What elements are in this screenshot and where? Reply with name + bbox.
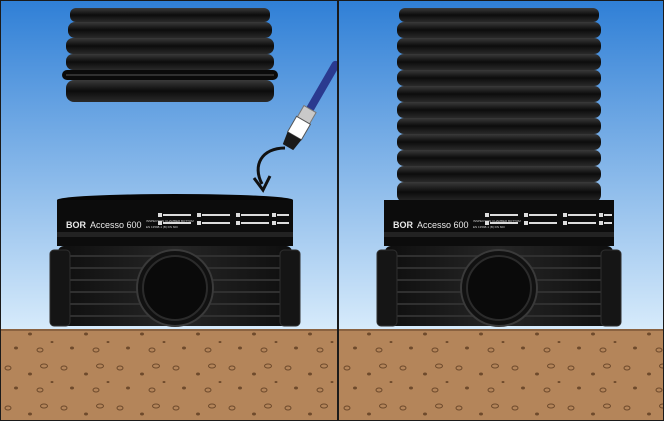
chamber-base: BOR Accesso 600 INSPECTION CHAMBER BOTTO… — [50, 194, 300, 326]
soil-rocks — [0, 330, 337, 421]
side-inlet-left — [50, 250, 70, 326]
panel-left-svg: BOR Accesso 600 INSPECTION CHAMBER BOTTO… — [0, 0, 337, 421]
side-inlet-right — [280, 250, 300, 326]
spec-text-2: EN 13598-1 (B) DN 600 — [146, 225, 178, 229]
side-inlet-left — [377, 250, 397, 326]
side-inlet-right — [601, 250, 621, 326]
model-label: Accesso 600 — [417, 220, 469, 230]
model-label: Accesso 600 — [90, 220, 142, 230]
corrugated-riser-pipe — [397, 8, 601, 202]
panel-left-lubricate: BOR Accesso 600 INSPECTION CHAMBER BOTTO… — [0, 0, 337, 421]
chamber-base: BOR Accesso 600 INSPECTION CHAMBER BOTTO… — [377, 200, 621, 326]
brand-text: BOR — [66, 220, 87, 230]
panel-right-assembled: BOR Accesso 600 INSPECTION CHAMBER BOTTO… — [339, 0, 664, 421]
spec-text-2: EN 13598-1 (B) DN 600 — [473, 225, 505, 229]
corrugated-riser-pipe — [62, 8, 278, 102]
brand-text: BOR — [393, 220, 414, 230]
soil-rocks — [339, 330, 664, 421]
panel-right-svg: BOR Accesso 600 INSPECTION CHAMBER BOTTO… — [339, 0, 664, 421]
